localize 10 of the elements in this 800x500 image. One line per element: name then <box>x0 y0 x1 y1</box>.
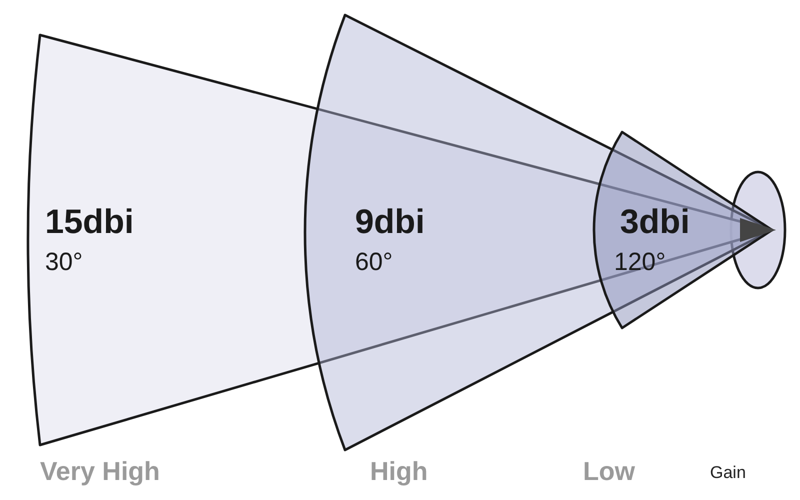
beam-angle: 60° <box>354 250 393 275</box>
beam-angle: 30° <box>44 250 83 275</box>
beam-angle: 120° <box>614 250 666 275</box>
gain-level-label: Low <box>583 458 635 484</box>
axis-caption: Gain <box>710 464 746 481</box>
gain-level-label: Very High <box>40 458 160 484</box>
gain-value: 9dbi <box>354 205 425 239</box>
gain-value: 3dbi <box>620 205 690 239</box>
gain-value: 15dbi <box>44 205 134 239</box>
gain-level-label: High <box>370 458 428 484</box>
